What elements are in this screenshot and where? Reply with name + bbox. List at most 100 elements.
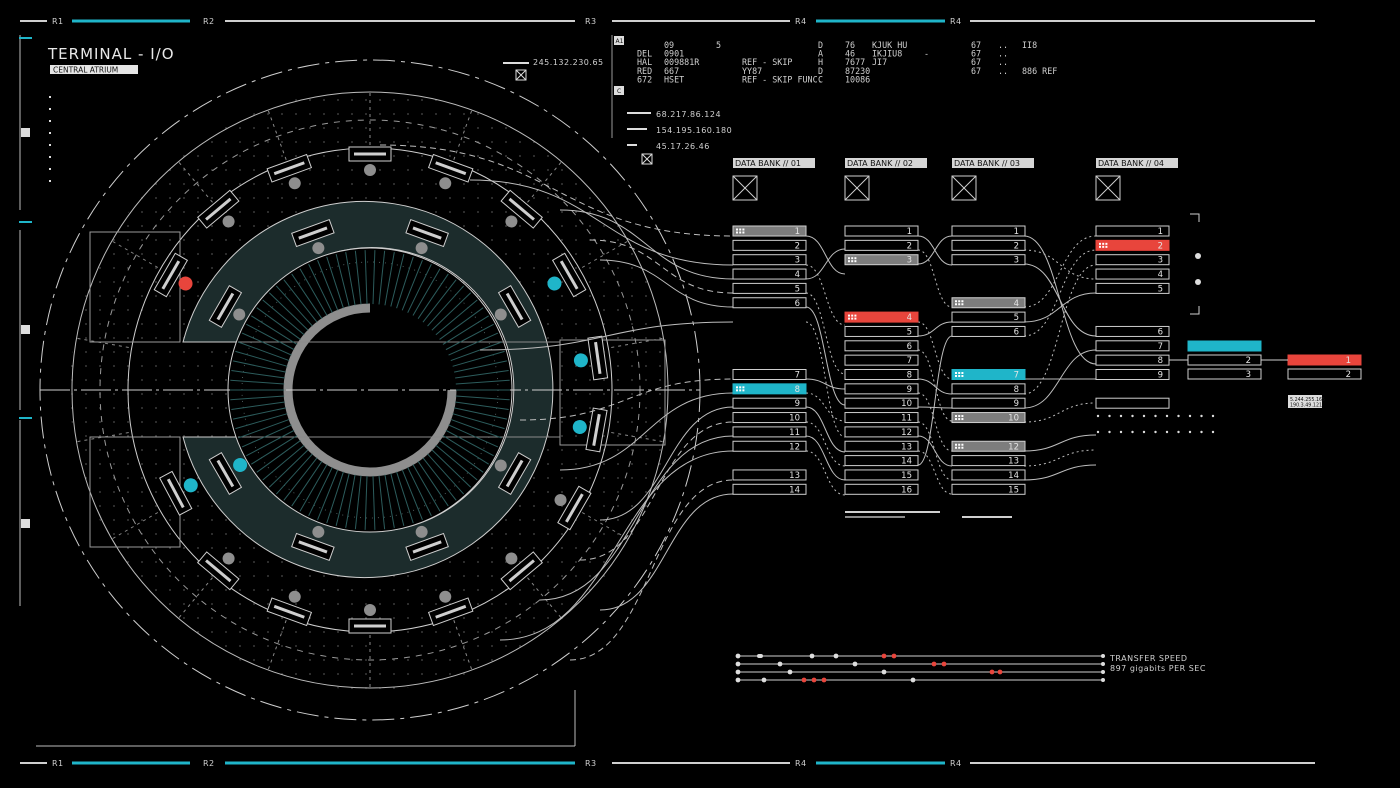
inner-spoke	[407, 467, 432, 517]
bank-cell[interactable]: 4	[732, 268, 807, 280]
info-left-cell: YY87	[742, 66, 762, 76]
bank-cell[interactable]: 13	[951, 455, 1026, 467]
bank-cell[interactable]: 12	[844, 426, 919, 438]
bank-cell[interactable]: 9	[844, 383, 919, 395]
wire	[805, 421, 846, 467]
bank-cell[interactable]: 2	[732, 239, 807, 251]
bank-cell[interactable]: 7	[732, 369, 807, 381]
bank-cell[interactable]: 11	[732, 426, 807, 438]
bank-cell[interactable]: 12	[951, 440, 1026, 452]
inner-spoke	[427, 453, 465, 495]
module-node	[178, 276, 193, 291]
bank-cell[interactable]: 2	[1095, 239, 1170, 251]
bank-cell[interactable]: 2	[844, 239, 919, 251]
bank-cell[interactable]: 16	[844, 483, 919, 495]
bank-cell[interactable]: 1	[951, 225, 1026, 237]
bank-cell[interactable]: 15	[844, 469, 919, 481]
close-icon[interactable]	[1095, 175, 1121, 201]
transfer-packet	[941, 661, 947, 667]
bank-cell[interactable]: 4	[1095, 268, 1170, 280]
radial-spoke	[453, 620, 473, 671]
bank-cell[interactable]: 5	[844, 325, 919, 337]
bank-cell[interactable]: 3	[732, 254, 807, 266]
inner-spoke	[231, 401, 285, 410]
output-cell[interactable]: 3	[1187, 368, 1262, 380]
info-mid-cell: IKJIU8	[872, 49, 902, 59]
ip-3: 45.17.26.46	[656, 142, 710, 151]
inner-spoke	[431, 449, 472, 488]
bank-cell[interactable]: 14	[732, 483, 807, 495]
bank-cell[interactable]: 6	[1095, 325, 1170, 337]
wire	[805, 264, 846, 326]
info-right-cell: 67	[971, 49, 981, 59]
info-mid-cell: 76	[845, 40, 855, 50]
bank-cell[interactable]: 6	[951, 325, 1026, 337]
bank-cell[interactable]: 7	[844, 354, 919, 366]
output-cell[interactable]	[1187, 340, 1262, 352]
bank-cell[interactable]: 3	[951, 254, 1026, 266]
close-icon[interactable]	[951, 175, 977, 201]
bank-cell[interactable]: 3	[1095, 254, 1170, 266]
bank-cell[interactable]: 5	[1095, 282, 1170, 294]
inner-spoke	[275, 285, 313, 327]
bank-cell[interactable]: 14	[844, 455, 919, 467]
close-icon[interactable]	[732, 175, 758, 201]
bank-cell[interactable]: 3	[844, 254, 919, 266]
bank-cell[interactable]: 7	[951, 369, 1026, 381]
bank-cell[interactable]: 6	[732, 297, 807, 309]
inner-spoke	[335, 473, 350, 526]
bank-cell[interactable]: 9	[732, 397, 807, 409]
svg-text:4: 4	[795, 270, 800, 280]
bank-cell[interactable]: 10	[732, 412, 807, 424]
bank-cell[interactable]	[1095, 397, 1170, 409]
output-cell[interactable]: 1	[1287, 354, 1362, 366]
ip-main-block: 245.132.230.65	[503, 58, 603, 81]
info-right-cell: 67	[971, 57, 981, 67]
bank-cell[interactable]: 12	[732, 440, 807, 452]
radial-spoke	[527, 161, 562, 203]
bank-cell[interactable]: 15	[951, 483, 1026, 495]
inner-spoke	[455, 370, 509, 379]
inner-spoke	[448, 332, 499, 356]
inner-spoke	[455, 395, 510, 401]
transfer-value: 897 gigabits PER SEC	[1110, 664, 1206, 673]
ring-module	[427, 590, 474, 627]
close-icon[interactable]	[844, 175, 870, 201]
bank-cell[interactable]: 11	[844, 412, 919, 424]
bank-cell[interactable]: 2	[951, 239, 1026, 251]
bank-cell[interactable]: 9	[1095, 369, 1170, 381]
transfer-packet	[852, 661, 858, 667]
wire	[917, 378, 953, 395]
bank-cell[interactable]: 14	[951, 469, 1026, 481]
svg-text:12: 12	[901, 428, 912, 438]
bank-cell[interactable]: 8	[732, 383, 807, 395]
bank-cell[interactable]: 1	[1095, 225, 1170, 237]
bank-cell[interactable]: 1	[844, 225, 919, 237]
module-node	[233, 308, 246, 321]
bank-cell[interactable]: 5	[732, 282, 807, 294]
teal-ring-band	[182, 201, 554, 578]
bank-cell[interactable]: 13	[844, 440, 919, 452]
bank-cell[interactable]: 1	[732, 225, 807, 237]
bank-cell[interactable]: 7	[1095, 340, 1170, 352]
output-cell[interactable]: 2	[1187, 354, 1262, 366]
bank-cell[interactable]: 13	[732, 469, 807, 481]
bank-cell[interactable]: 10	[844, 397, 919, 409]
output-cell[interactable]: 2	[1287, 368, 1362, 380]
bank-cell[interactable]: 9	[951, 397, 1026, 409]
bank-title: DATA BANK // 04	[1098, 159, 1164, 168]
bank-cell[interactable]: 8	[951, 383, 1026, 395]
svg-text:2: 2	[795, 241, 800, 251]
bank-cell[interactable]: 5	[951, 311, 1026, 323]
module-node	[312, 525, 325, 538]
bank-cell[interactable]: 10	[951, 412, 1026, 424]
svg-text:2: 2	[1346, 370, 1351, 380]
bank-cell[interactable]: 4	[951, 297, 1026, 309]
bank-cell[interactable]: 6	[844, 340, 919, 352]
bank-cell[interactable]: 8	[844, 369, 919, 381]
transfer-packet	[801, 677, 807, 683]
bank-cell[interactable]: 4	[844, 311, 919, 323]
inner-spoke	[354, 475, 362, 530]
bank-cell[interactable]: 8	[1095, 354, 1170, 366]
